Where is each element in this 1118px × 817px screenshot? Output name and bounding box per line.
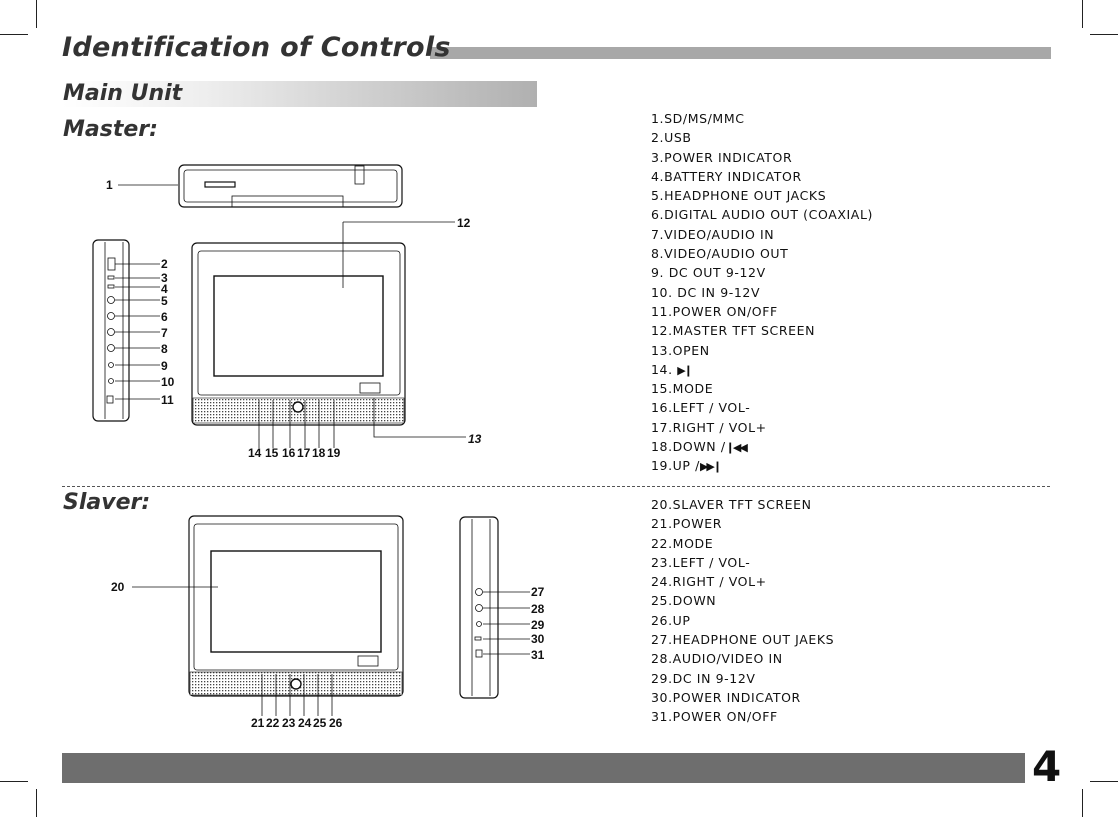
list-item: 4.BATTERY INDICATOR: [651, 168, 802, 184]
list-item: 2.USB: [651, 130, 692, 146]
list-item: 5.HEADPHONE OUT JACKS: [651, 188, 827, 204]
list-item: 27.HEADPHONE OUT JAEKS: [651, 632, 835, 648]
play-pause-icon: ▶❙: [677, 363, 693, 377]
list-item: 29.DC IN 9-12V: [651, 670, 756, 686]
list-item: 22.MODE: [651, 535, 714, 551]
callout-3: 3: [161, 271, 168, 285]
slaver-side-view: [459, 516, 530, 699]
callout-12: 12: [457, 216, 471, 230]
section-title: Main Unit: [63, 81, 183, 106]
callout-1: 1: [106, 178, 113, 192]
callout-20: 20: [111, 580, 125, 594]
callout-7: 7: [161, 326, 168, 340]
list-item: 31.POWER ON/OFF: [651, 709, 778, 725]
callout-15: 15: [265, 446, 279, 460]
list-item: 25.DOWN: [651, 593, 717, 609]
callout-2: 2: [161, 257, 168, 271]
callout-4: 4: [161, 282, 168, 296]
callout-17: 17: [297, 446, 311, 460]
list-item: 7.VIDEO/AUDIO IN: [651, 226, 775, 242]
list-item: 17.RIGHT / VOL+: [651, 419, 767, 435]
crop-mark-tr-h: [1090, 34, 1118, 35]
crop-mark-bl-h: [0, 781, 28, 782]
footer-bar: [62, 753, 1025, 783]
master-controls-list: 1.SD/MS/MMC 2.USB 3.POWER INDICATOR 4.BA…: [651, 109, 873, 476]
crop-mark-tl-v: [36, 0, 37, 28]
master-label: Master:: [63, 117, 158, 142]
list-item: 14. ▶❙: [651, 360, 873, 379]
callout-19: 19: [327, 446, 341, 460]
slaver-front-view: [132, 515, 404, 716]
list-item: 20.SLAVER TFT SCREEN: [651, 497, 812, 512]
list-item: 8.VIDEO/AUDIO OUT: [651, 246, 789, 262]
list-item: 18.DOWN /❙◀◀: [651, 437, 873, 456]
list-item: 23.LEFT / VOL-: [651, 554, 751, 570]
callout-5: 5: [161, 294, 168, 308]
callout-31: 31: [531, 648, 545, 662]
callout-26: 26: [329, 716, 343, 730]
callout-11: 11: [161, 393, 174, 407]
list-item: 28.AUDIO/VIDEO IN: [651, 651, 783, 667]
list-item: 11.POWER ON/OFF: [651, 303, 778, 319]
crop-mark-br-h: [1090, 781, 1118, 782]
callout-6: 6: [161, 310, 168, 324]
list-item: 16.LEFT / VOL-: [651, 400, 751, 416]
page-title: Identification of Controls: [62, 32, 451, 63]
callout-18: 18: [312, 446, 326, 460]
list-item: 15.MODE: [651, 381, 714, 397]
list-item: 13.OPEN: [651, 342, 710, 358]
page-number: 4: [1032, 742, 1062, 791]
callout-21: 21: [251, 716, 265, 730]
list-item: 30.POWER INDICATOR: [651, 689, 801, 705]
crop-mark-tl-h: [0, 34, 28, 35]
list-item-text: 19.UP /: [651, 458, 700, 474]
master-front-view: [191, 221, 466, 448]
callout-8: 8: [161, 342, 168, 356]
list-item: 9. DC OUT 9-12V: [651, 265, 766, 281]
callout-9: 9: [161, 359, 168, 373]
list-item: 21.POWER: [651, 516, 722, 532]
callout-14: 14: [248, 446, 262, 460]
callout-25: 25: [313, 716, 327, 730]
callout-24: 24: [298, 716, 312, 730]
list-item: 24.RIGHT / VOL+: [651, 574, 767, 590]
list-item-text: 14.: [651, 361, 673, 377]
list-item: 26.UP: [651, 612, 691, 628]
callout-27: 27: [531, 585, 545, 599]
crop-mark-br-v: [1082, 789, 1083, 817]
callout-10: 10: [161, 375, 175, 389]
callout-23: 23: [282, 716, 296, 730]
callout-16: 16: [282, 446, 296, 460]
slaver-label: Slaver:: [63, 490, 151, 515]
list-item: 12.MASTER TFT SCREEN: [651, 323, 816, 339]
callout-30: 30: [531, 632, 545, 646]
slaver-controls-list: 20.SLAVER TFT SCREEN 21.POWER 22.MODE 23…: [651, 495, 834, 727]
list-item: 10. DC IN 9-12V: [651, 284, 761, 300]
list-item: 1.SD/MS/MMC: [651, 111, 745, 126]
crop-mark-tr-v: [1082, 0, 1083, 28]
list-item: 19.UP /▶▶❙: [651, 456, 873, 475]
list-item: 6.DIGITAL AUDIO OUT (COAXIAL): [651, 207, 874, 223]
callout-29: 29: [531, 618, 545, 632]
next-icon: ▶▶❙: [699, 460, 722, 474]
list-item-text: 18.DOWN /: [651, 439, 726, 455]
section-divider: [62, 486, 1050, 487]
master-top-view: [118, 164, 403, 208]
master-side-view: [92, 239, 160, 422]
callout-13: 13: [468, 432, 482, 446]
callout-22: 22: [266, 716, 280, 730]
crop-mark-bl-v: [36, 789, 37, 817]
title-bar: [430, 47, 1051, 59]
section-bar: [62, 81, 537, 107]
callout-28: 28: [531, 602, 545, 616]
list-item: 3.POWER INDICATOR: [651, 149, 793, 165]
previous-icon: ❙◀◀: [725, 441, 748, 455]
